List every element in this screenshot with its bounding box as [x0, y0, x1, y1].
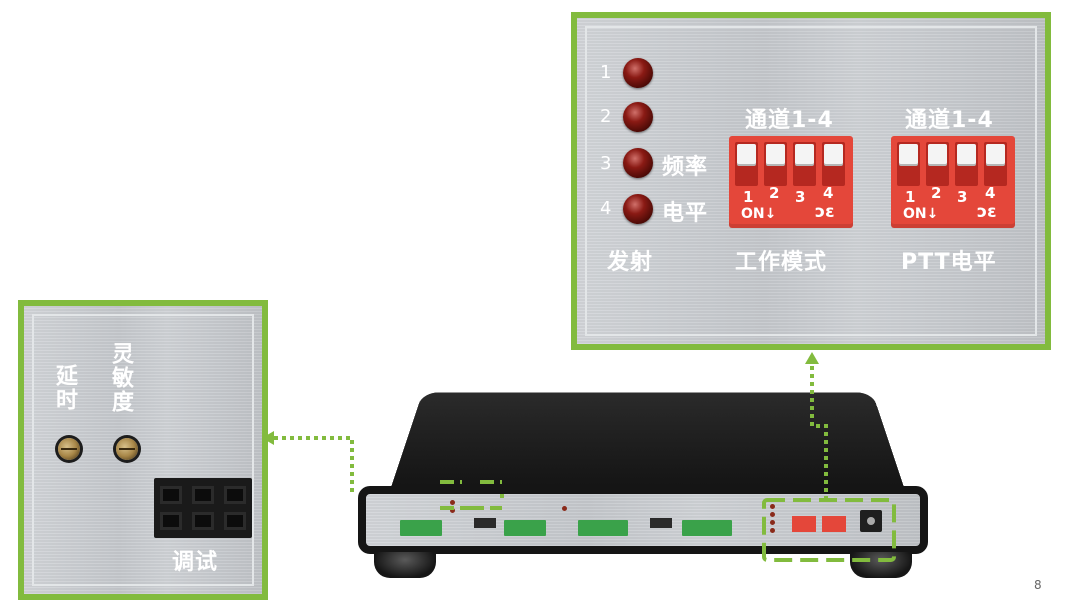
- terminal-block-3[interactable]: [578, 520, 628, 536]
- led-number-3: 3: [600, 153, 612, 174]
- dip2-num-2: 2: [931, 184, 942, 202]
- dip2-knob-3[interactable]: [957, 144, 976, 164]
- dip1-on-label: ON↓: [741, 206, 777, 222]
- dip2-on-label: ON↓: [903, 206, 939, 222]
- terminal-block-1[interactable]: [400, 520, 442, 536]
- ptt-level-label: PTT电平: [901, 250, 997, 275]
- dip1-num-3: 3: [795, 188, 806, 206]
- device-foot-left: [374, 552, 436, 578]
- led-indicator-1: [623, 58, 653, 88]
- dip2-knob-4[interactable]: [986, 144, 1005, 164]
- led-indicator-4: [623, 194, 653, 224]
- dc-power-jack[interactable]: [860, 510, 882, 532]
- freq-label: 频率: [662, 155, 709, 180]
- debug-label: 调试: [172, 550, 219, 575]
- tx-label: 发射: [607, 250, 654, 275]
- page-number: 8: [1034, 578, 1042, 592]
- dip2-num-1: 1: [905, 188, 916, 206]
- dip1-title: 通道1-4: [745, 108, 834, 133]
- device-front-panel: [358, 486, 928, 554]
- dip-switch-work-mode[interactable]: 1 2 3 4 ON↓ ɔ⁠ɛ: [729, 136, 853, 228]
- device-photo: [358, 348, 928, 578]
- device-foot-right: [850, 552, 912, 578]
- dip2-num-4: 4: [985, 184, 996, 202]
- level-label: 电平: [662, 201, 709, 226]
- sensitivity-label: 灵敏度: [108, 342, 133, 414]
- debug-header-connector[interactable]: [154, 478, 252, 538]
- led-number-4: 4: [600, 198, 612, 219]
- terminal-block-4[interactable]: [682, 520, 732, 536]
- dip-knob-4[interactable]: [824, 144, 843, 164]
- dip2-num-3: 3: [957, 188, 968, 206]
- dip-knob-2[interactable]: [766, 144, 785, 164]
- dip2-knob-1[interactable]: [899, 144, 918, 164]
- header-2[interactable]: [650, 518, 672, 528]
- mini-dip-1[interactable]: [792, 516, 816, 532]
- dip-switch-ptt-level[interactable]: 1 2 3 4 ON↓ ɔ⁠ɛ: [891, 136, 1015, 228]
- dip-knob-3[interactable]: [795, 144, 814, 164]
- delay-potentiometer[interactable]: [58, 438, 80, 460]
- dip2-knob-2[interactable]: [928, 144, 947, 164]
- led-indicator-2: [623, 102, 653, 132]
- mini-dip-2[interactable]: [822, 516, 846, 532]
- dip1-symbol: ɔ⁠ɛ: [815, 202, 835, 222]
- front-panel-zoom-left: 延时 灵敏度 调试: [18, 300, 268, 600]
- led-number-1: 1: [600, 62, 612, 83]
- dip1-num-4: 4: [823, 184, 834, 202]
- dip2-symbol: ɔ⁠ɛ: [977, 202, 997, 222]
- sensitivity-potentiometer[interactable]: [116, 438, 138, 460]
- arrow-up-icon: [805, 352, 819, 364]
- delay-label: 延时: [52, 364, 77, 412]
- dip2-title: 通道1-4: [905, 108, 994, 133]
- dip1-num-2: 2: [769, 184, 780, 202]
- arrow-left-icon: [262, 431, 274, 445]
- front-panel-zoom-right: 1 2 3 频率 4 电平 发射 通道1-4 1 2 3 4 ON↓ ɔ⁠ɛ 工…: [571, 12, 1051, 350]
- led-indicator-3: [623, 148, 653, 178]
- dip-knob-1[interactable]: [737, 144, 756, 164]
- terminal-block-2[interactable]: [504, 520, 546, 536]
- work-mode-label: 工作模式: [735, 250, 828, 275]
- led-number-2: 2: [600, 106, 612, 127]
- dip1-num-1: 1: [743, 188, 754, 206]
- header-1[interactable]: [474, 518, 496, 528]
